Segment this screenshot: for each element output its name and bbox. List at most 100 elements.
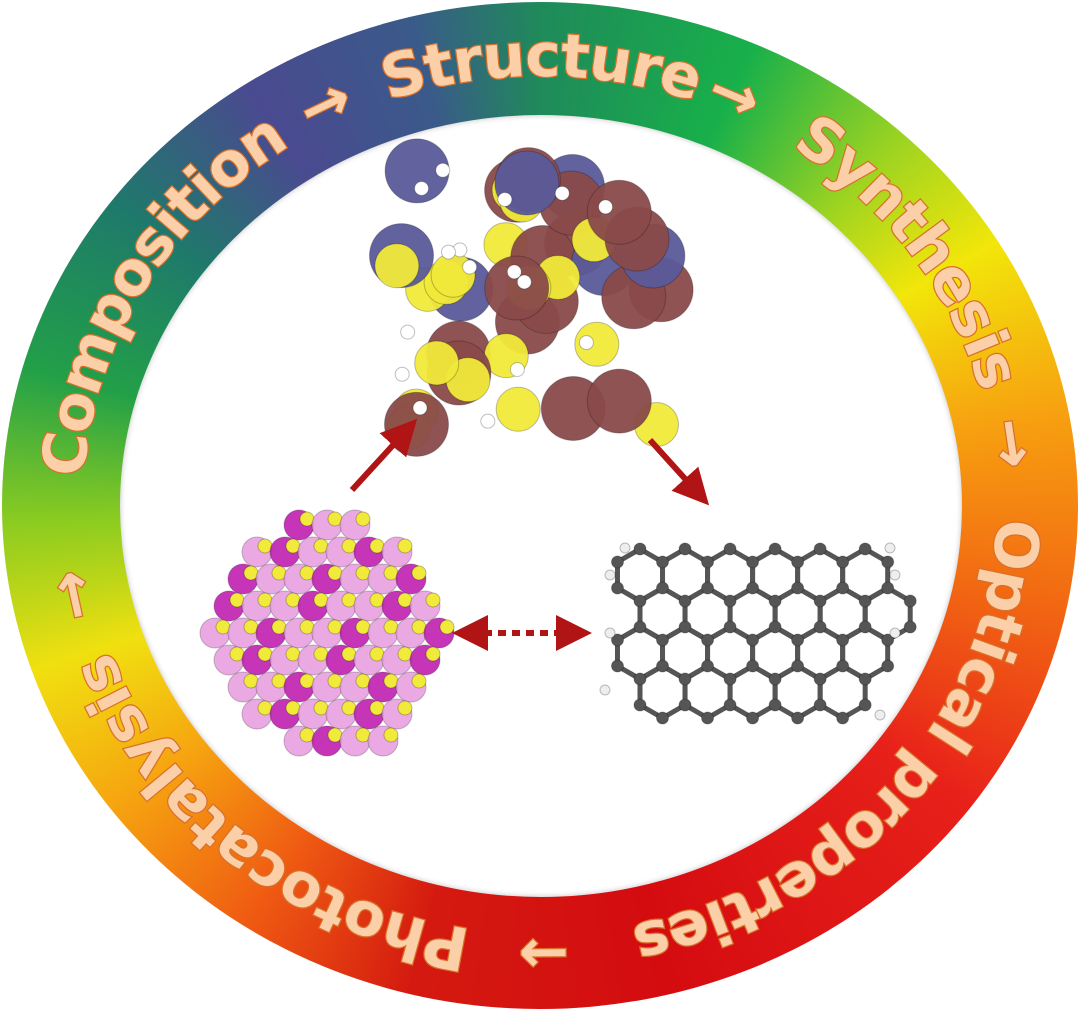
sulfur-atom [411,673,427,689]
carbon-atom [836,555,850,569]
carbon-atom [610,555,624,569]
carbon-atom [701,711,715,725]
molecular-cluster-structure [369,138,694,457]
carbon-atom [768,542,782,556]
hydrogen-atom [506,264,522,280]
carbon-atom [836,659,850,673]
label-composition: Composition [27,98,300,481]
sulfur-atom [397,538,413,554]
svg-text:→: → [518,919,569,989]
hydrogen-atom [509,361,525,377]
arrow-photocatalysis-composition: → [32,562,114,629]
carbon-atom [701,633,715,647]
carbon-atom [858,698,872,712]
carbon-atom [813,620,827,634]
carbon-atom [746,633,760,647]
carbon-atom [881,659,895,673]
svg-text:Synthesis: Synthesis [783,101,1034,398]
svg-text:Composition: Composition [28,99,298,480]
metal-atom [586,179,652,245]
carbon-atom [633,594,647,608]
hydrogen-atom [435,162,451,178]
carbon-atom [881,555,895,569]
carbon-atom [656,555,670,569]
hydrogen-atom [619,542,631,554]
hydrogen-atom [497,191,513,207]
carbon-atom [701,555,715,569]
carbon-atom [791,659,805,673]
sulfur-atom [355,511,371,527]
carbon-atom [678,620,692,634]
svg-text:→: → [975,413,1052,473]
hydrogen-atom [599,684,611,696]
carbon-atom [858,672,872,686]
carbon-atom [768,620,782,634]
sulfur-atom [425,646,441,662]
carbon-atom [678,594,692,608]
carbon-atom [746,555,760,569]
carbon-atom [858,594,872,608]
arrow-to-cluster [349,418,418,493]
carbon-atom [633,672,647,686]
hydrogen-atom [462,259,478,275]
carbon-atom [723,542,737,556]
hydrogen-atom [554,185,570,201]
arrow-to-graphene [647,437,710,506]
carbon-atom [656,581,670,595]
sulfur-atom [439,619,455,635]
svg-text:→: → [33,563,112,627]
hydrogen-atom [394,366,410,382]
carbon-atom [633,620,647,634]
carbon-atom [656,633,670,647]
carbon-atom [836,711,850,725]
hydrogen-atom [604,627,616,639]
arrow-optical-photocatalysis: → [517,918,570,991]
carbon-atom [813,594,827,608]
label-synthesis: Synthesis [782,99,1035,399]
carbon-atom [746,711,760,725]
carbon-atom [633,542,647,556]
carbon-atom [678,672,692,686]
sulfur-atom [374,243,420,289]
arrow-structure-synthesis: → [697,51,773,138]
hydrogen-atom [889,627,901,639]
carbon-atom [791,711,805,725]
carbon-atom [746,581,760,595]
arrow-synthesis-optical: → [973,412,1052,474]
arrow-composition-structure: → [286,60,364,147]
carbon-atom [678,698,692,712]
hydrogen-atom [480,413,496,429]
hydrogen-atom [400,324,416,340]
carbon-atom [656,659,670,673]
carbon-atom [610,581,624,595]
hydrogen-atom [604,569,616,581]
hydrogen-atom [874,709,886,721]
graphene-structure [599,542,917,725]
carbon-atom [633,698,647,712]
svg-text:→: → [698,53,771,137]
hydrogen-atom [889,569,901,581]
carbon-atom [678,542,692,556]
carbon-atom [881,633,895,647]
carbon-atom [836,581,850,595]
metal-atom [586,368,652,434]
sulfur-atom [411,565,427,581]
hydrogen-atom [414,180,430,196]
carbon-atom [858,620,872,634]
carbon-atom [858,542,872,556]
carbon-atom [610,633,624,647]
carbon-atom [723,594,737,608]
carbon-atom [768,698,782,712]
carbon-atom [903,620,917,634]
carbon-atom [610,659,624,673]
metal-atom [484,255,550,321]
carbon-atom [813,672,827,686]
carbon-atom [723,672,737,686]
hydrogen-atom [440,244,456,260]
carbon-atom [813,542,827,556]
carbon-atom [881,581,895,595]
carbon-atom [768,672,782,686]
carbon-atom [836,633,850,647]
